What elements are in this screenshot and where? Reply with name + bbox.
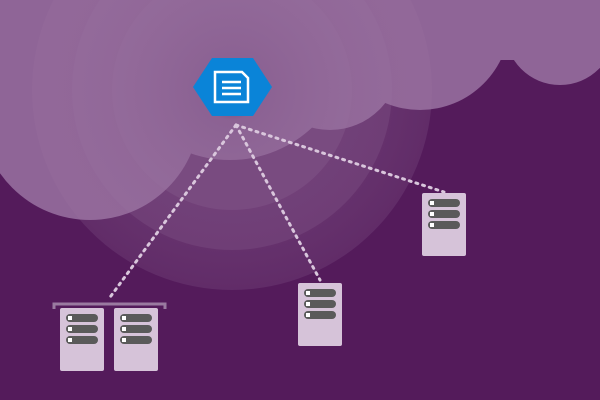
server-group-bracket xyxy=(52,302,167,309)
connector-line xyxy=(234,123,322,282)
server-icon xyxy=(422,193,466,256)
document-icon xyxy=(193,58,272,116)
server-icon xyxy=(60,308,104,371)
connector-line xyxy=(106,123,238,302)
glow-rings xyxy=(32,0,432,290)
server-icon xyxy=(114,308,158,371)
server-icon xyxy=(298,283,342,346)
connector-line xyxy=(234,123,446,194)
